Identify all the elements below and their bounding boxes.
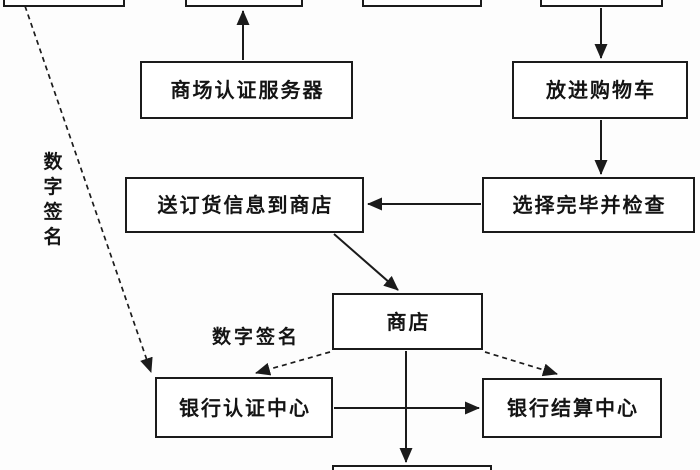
dashed-arrow-topleft-to-bank-auth <box>24 5 153 373</box>
node-store: 商店 <box>332 293 483 350</box>
dashed-arrow-store-to-settlement <box>484 351 558 377</box>
node-store-label: 商店 <box>386 309 431 334</box>
node-add-to-cart: 放进购物车 <box>512 61 688 119</box>
node-bottom-partial <box>332 465 492 470</box>
dashed-arrow-store-to-bank-auth <box>255 351 331 376</box>
node-mall-auth-server: 商场认证服务器 <box>140 61 353 119</box>
node-add-to-cart-label: 放进购物车 <box>546 78 656 102</box>
node-send-order-to-store-label: 送订货信息到商店 <box>157 193 334 217</box>
node-bank-auth-center: 银行认证中心 <box>155 377 333 438</box>
node-send-order-to-store: 送订货信息到商店 <box>125 177 364 233</box>
node-bank-settlement-center: 银行结算中心 <box>482 378 662 438</box>
arrow-order-to-store <box>333 233 399 291</box>
node-top-partial-2 <box>185 0 303 7</box>
node-bank-auth-center-label: 银行认证中心 <box>179 395 311 420</box>
node-mall-auth-server-label: 商场认证服务器 <box>170 78 325 102</box>
node-top-partial-4 <box>540 0 663 7</box>
node-top-partial-3 <box>362 0 482 7</box>
node-bank-settlement-center-label: 银行结算中心 <box>507 396 639 420</box>
node-top-partial-1 <box>3 0 125 7</box>
digital-signature-label-left: 数字签名 <box>43 151 63 248</box>
node-select-done-check-label: 选择完毕并检查 <box>512 193 667 217</box>
node-select-done-check: 选择完毕并检查 <box>482 177 695 233</box>
digital-signature-label-mid: 数字签名 <box>212 326 301 348</box>
